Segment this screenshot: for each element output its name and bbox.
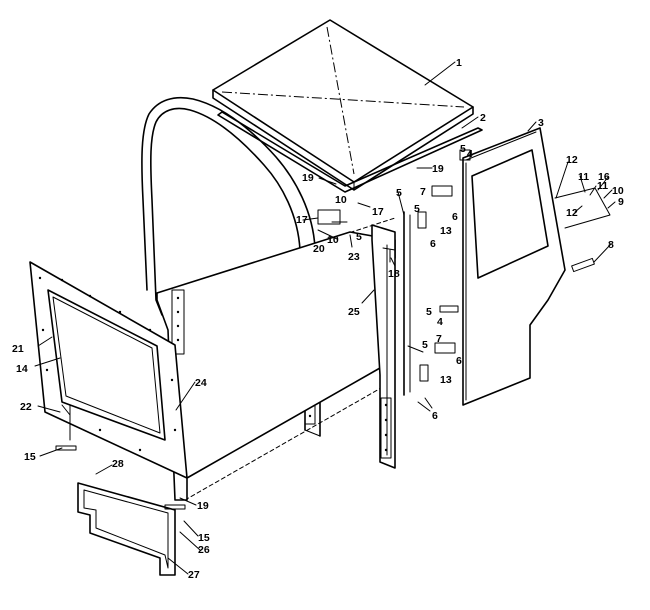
- front-post: [371, 224, 396, 469]
- callout-14: 14: [16, 363, 28, 375]
- callout-19: 19: [432, 163, 444, 175]
- roof-panel: [212, 19, 474, 191]
- door: [462, 127, 566, 406]
- callout-15: 15: [198, 532, 210, 544]
- callout-10: 10: [327, 234, 339, 246]
- callout-10: 10: [612, 185, 624, 197]
- callout-1: 1: [456, 57, 462, 69]
- callout-21: 21: [12, 343, 24, 355]
- hinge-strip: [403, 211, 411, 396]
- callout-4: 4: [437, 316, 443, 328]
- callout-15: 15: [24, 451, 36, 463]
- callout-9: 9: [618, 196, 624, 208]
- callout-7: 7: [436, 333, 442, 345]
- callout-3: 3: [538, 117, 544, 129]
- callout-labels: 1 2 3 5 4 12 11 16 11 10 9 12 19 19 5 7 …: [12, 57, 624, 581]
- callout-18: 18: [388, 268, 400, 280]
- callout-5: 5: [460, 143, 466, 155]
- callout-17: 17: [372, 206, 384, 218]
- callout-11: 11: [578, 171, 589, 183]
- callout-5: 5: [396, 187, 402, 199]
- callout-13: 13: [440, 225, 452, 237]
- callout-12: 12: [566, 154, 578, 166]
- hardware: [55, 149, 611, 510]
- callout-8: 8: [608, 239, 614, 251]
- callout-leaders: [34, 61, 616, 575]
- callout-5: 5: [414, 203, 420, 215]
- callout-6: 6: [456, 355, 462, 367]
- callout-28: 28: [112, 458, 124, 470]
- callout-19: 19: [302, 172, 314, 184]
- callout-2: 2: [480, 112, 486, 124]
- callout-23: 23: [348, 251, 360, 263]
- callout-12: 12: [566, 207, 578, 219]
- side-window-panel: [29, 261, 188, 479]
- callout-13: 13: [440, 374, 452, 386]
- callout-5: 5: [426, 306, 432, 318]
- roof-seal: [217, 111, 483, 193]
- callout-19: 19: [197, 500, 209, 512]
- callout-6: 6: [430, 238, 436, 250]
- callout-11: 11: [597, 180, 608, 192]
- callout-22: 22: [20, 401, 32, 413]
- callout-16: 16: [598, 171, 610, 183]
- callout-5: 5: [422, 339, 428, 351]
- callout-17: 17: [296, 214, 308, 226]
- callout-6: 6: [432, 410, 438, 422]
- callout-4: 4: [467, 148, 473, 160]
- callout-24: 24: [195, 377, 207, 389]
- callout-5: 5: [356, 231, 362, 243]
- callout-27: 27: [188, 569, 200, 581]
- callout-10: 10: [335, 194, 347, 206]
- side-panel: [156, 231, 396, 501]
- lower-panel: [77, 482, 176, 576]
- callout-20: 20: [313, 243, 325, 255]
- callout-7: 7: [420, 186, 426, 198]
- callout-26: 26: [198, 544, 210, 556]
- callout-6: 6: [452, 211, 458, 223]
- callout-25: 25: [348, 306, 360, 318]
